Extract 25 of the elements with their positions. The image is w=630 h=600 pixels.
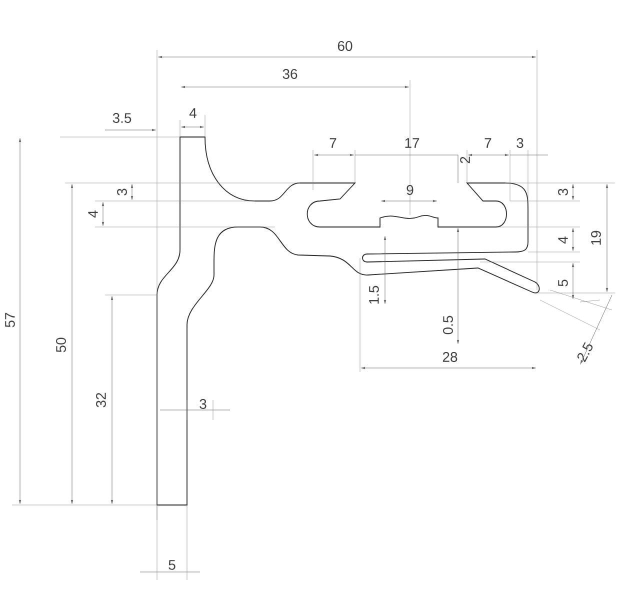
dimension-label: 3.5 xyxy=(112,113,132,123)
dimension-label: 4 xyxy=(88,210,98,218)
dimension-label: 3 xyxy=(516,138,524,148)
dimension-label: 36 xyxy=(282,69,298,79)
dimension-label: 0.5 xyxy=(443,316,453,334)
dimension-label: 3 xyxy=(117,188,127,196)
dimension-label: 32 xyxy=(96,392,106,408)
dimension-label: 2.5 xyxy=(577,342,593,362)
dimension-label: 5 xyxy=(168,560,176,570)
dimension-label: 9 xyxy=(406,185,414,195)
dimension-label: 50 xyxy=(56,338,66,352)
dimension-label: 2 xyxy=(460,156,470,164)
dimension-label: 17 xyxy=(405,138,420,148)
dimension-label: 7 xyxy=(330,138,336,148)
dimension-label: 57 xyxy=(5,312,15,328)
dimension-label: 28 xyxy=(442,352,458,362)
dimension-label: 3 xyxy=(558,188,568,196)
dimension-label: 3 xyxy=(200,399,206,409)
dimension-label: 4 xyxy=(558,236,568,244)
dimension-label: 7 xyxy=(484,138,492,148)
dimension-label: 19 xyxy=(591,230,601,245)
dimension-label: 1.5 xyxy=(369,286,379,304)
dimension-label: 4 xyxy=(189,108,196,118)
dimension-label: 60 xyxy=(338,41,352,51)
dimension-label: 5 xyxy=(558,280,568,286)
